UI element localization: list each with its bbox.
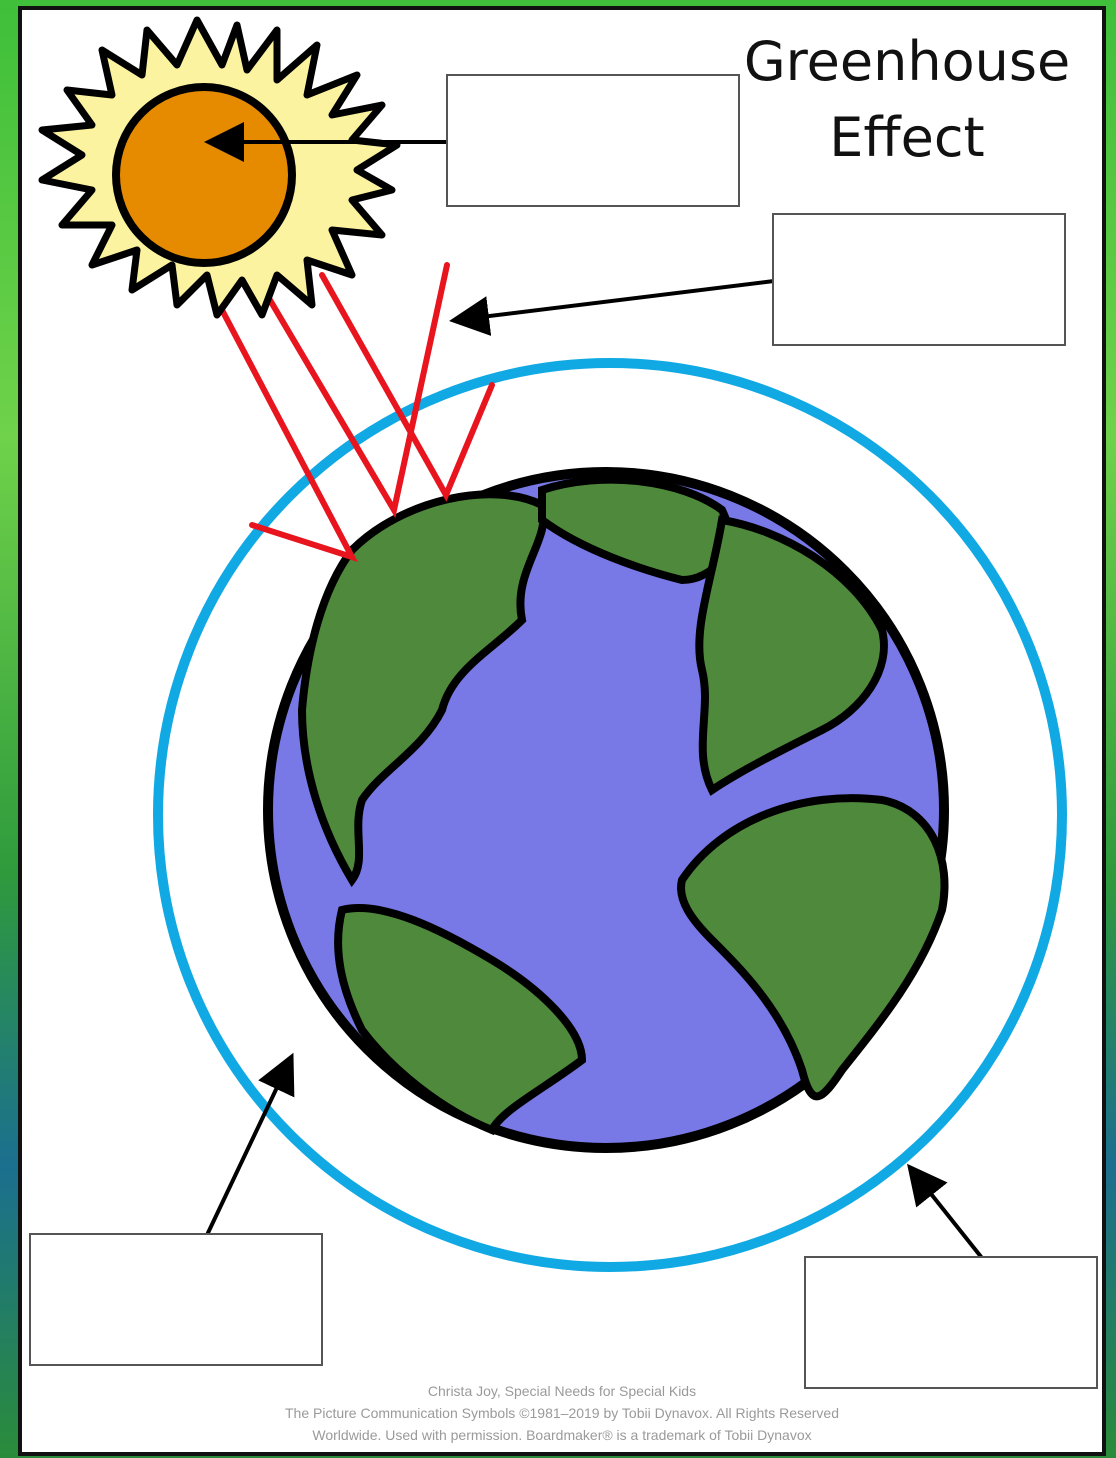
page-title: Greenhouse Effect [742, 24, 1072, 176]
sun-icon [42, 20, 397, 315]
credit-line-2: The Picture Communication Symbols ©1981–… [22, 1402, 1102, 1424]
greenhouse-layer-label-box[interactable] [804, 1256, 1098, 1389]
arrow-to-ring [912, 1170, 982, 1258]
arrow-to-rays [457, 281, 774, 320]
sun-label-box[interactable] [446, 74, 740, 207]
title-line-2: Effect [742, 100, 1072, 176]
radiation-ray-2 [267, 265, 447, 510]
atmosphere-label-box[interactable] [29, 1233, 323, 1366]
earth-icon [268, 472, 945, 1148]
incoming-rays-label-box[interactable] [772, 213, 1066, 346]
credit-line-3: Worldwide. Used with permission. Boardma… [22, 1424, 1102, 1446]
radiation-ray-1 [222, 310, 352, 557]
title-line-1: Greenhouse [742, 24, 1072, 100]
credit-line-1: Christa Joy, Special Needs for Special K… [22, 1380, 1102, 1402]
worksheet: Greenhouse Effect Christa Joy, Special N… [18, 6, 1106, 1456]
credits: Christa Joy, Special Needs for Special K… [22, 1380, 1102, 1446]
